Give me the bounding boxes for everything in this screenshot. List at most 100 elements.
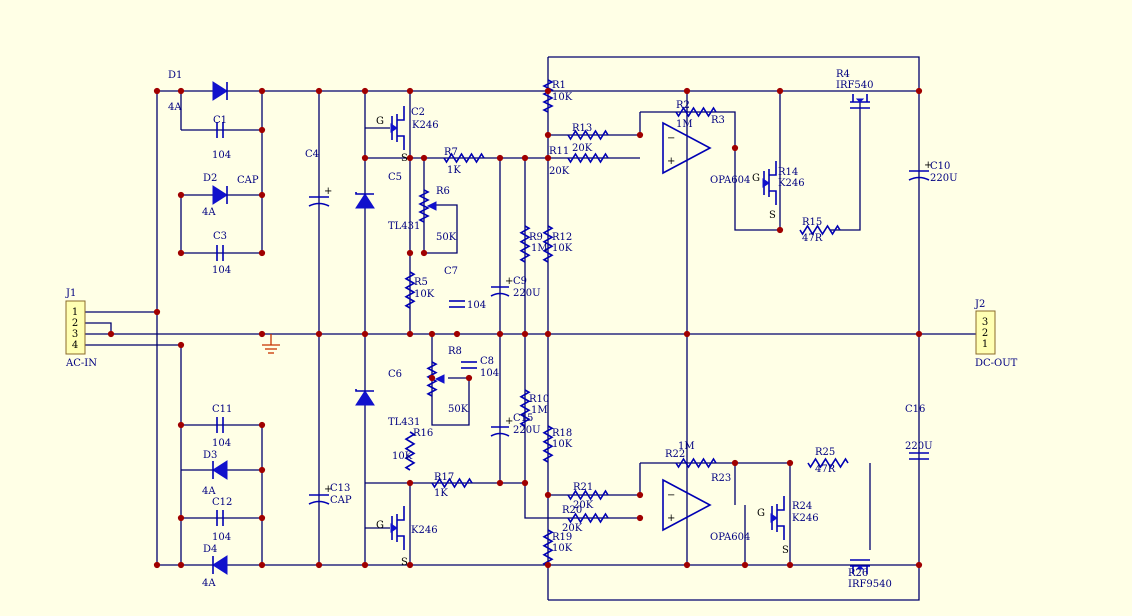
r12-resistor [542,225,554,263]
ref-label: D1 [168,70,182,81]
junction-dot [741,561,749,569]
junction-dot [521,330,529,338]
junction-dot [428,374,436,382]
junction-dot [915,87,923,95]
junction-dot [361,154,369,162]
ref-label: R19 [552,532,572,543]
c1-capacitor [216,122,224,138]
j1-pin-number: 2 [72,318,78,329]
r22-resistor [675,457,717,469]
junction-dot [465,374,473,382]
ref-label: R16 [413,428,433,439]
value-label: 4A [202,486,216,497]
c8-capacitor [461,361,477,369]
svg-text:+: + [324,186,332,197]
tl431-lower [355,389,375,406]
junction-dot [315,87,323,95]
junction-dot [521,154,529,162]
ref-label: C15 [513,413,533,424]
r19-resistor [542,529,554,567]
d3-diode [212,460,228,480]
ref-label: C8 [480,356,494,367]
opa604-lower-label: OPA604 [710,532,750,543]
junction-dot [521,479,529,487]
junction-dot [683,330,691,338]
c4-capacitor: + [308,186,332,207]
junction-dot [453,330,461,338]
junction-dot [177,421,185,429]
wires [85,56,976,601]
wire [431,334,470,426]
r24-jfet [770,496,785,540]
junction-dot [683,87,691,95]
junction-dot [361,87,369,95]
value-label: 220U [513,288,541,299]
ref-label: R22 [665,449,685,460]
junction-dot [428,330,436,338]
svg-text:+: + [667,513,675,524]
ref-label: C5 [388,172,402,183]
junction-dot [544,87,552,95]
r26-mosfet-value: IRF9540 [848,579,892,590]
r25-resistor [807,457,849,469]
ref-label: R23 [711,473,731,484]
gate-pin-label: G [752,173,760,184]
junction-dot [107,330,115,338]
c13-value-label: CAP [330,495,352,506]
value-label: 104 [212,532,231,543]
junction-dot [258,421,266,429]
ref-label: C7 [444,266,458,277]
ref-label: R9 [529,232,543,243]
svg-text:+: + [505,276,513,287]
junction-dot [258,126,266,134]
d1-diode [212,81,228,101]
value-label: 4A [202,578,216,589]
r16-resistor [404,431,416,471]
ref-label: R15 [802,217,822,228]
ref-label: D4 [203,544,217,555]
junction-dot [544,561,552,569]
wire [830,100,861,231]
r5-resistor [404,271,416,309]
components: +++++−+−+ [65,79,996,575]
junction-dot [496,154,504,162]
c10-capacitor: + [908,160,932,181]
c14-jfet [390,506,405,550]
wiper-arrow [426,201,437,211]
value-label: 220U [930,173,958,184]
junction-dot [177,514,185,522]
r4-mosfet-ref: R4 [836,69,850,80]
svg-text:+: + [505,416,513,427]
r20-resistor [567,512,609,524]
c9-capacitor: + [490,276,513,297]
value-label: 1M [678,441,695,452]
svg-text:−: − [667,133,675,144]
ref-label: R11 [549,146,569,157]
ref-label: R17 [434,472,454,483]
c12-capacitor [216,510,224,526]
tl431-upper [355,192,375,209]
r26-mosfet-ref: R26 [848,568,868,579]
value-label: 10K [552,92,573,103]
junction-dot [177,191,185,199]
j1-ref-label: J1 [65,288,76,299]
opa604-upper-label: OPA604 [710,175,750,186]
ref-label: C1 [213,115,227,126]
ref-label: R7 [444,147,458,158]
ref-label: C12 [212,497,232,508]
ref-label: D2 [203,173,217,184]
r7-resistor [443,152,485,164]
junction-dot [786,561,794,569]
r26-mosfet [850,559,870,574]
j1-pin-number: 3 [72,329,78,340]
c14-jfet-value: K246 [411,525,438,536]
value-label: 1M [676,119,693,130]
value-label: 4A [168,102,182,113]
opa604-upper: −+ [662,121,712,175]
junction-dot [544,131,552,139]
r24-jfet-value: K246 [792,513,819,524]
ref-label: C16 [905,404,925,415]
junction-dot [406,330,414,338]
junction-dot [496,479,504,487]
